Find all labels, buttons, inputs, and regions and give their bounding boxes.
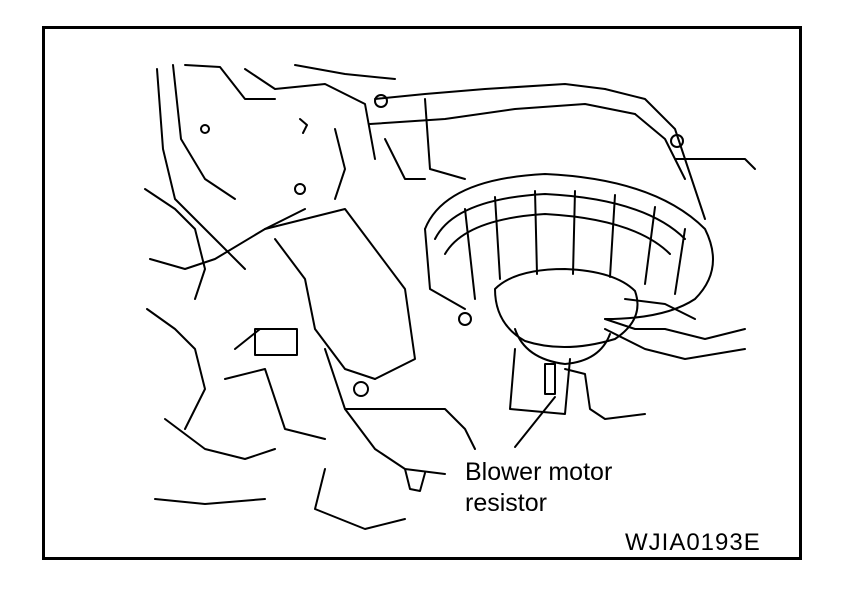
callout-label: Blower motor resistor [465, 457, 612, 519]
callout-leader-line [514, 396, 556, 448]
figure-frame: Blower motor resistor WJIA0193E [42, 26, 802, 560]
figure-code: WJIA0193E [625, 529, 761, 556]
callout-line-1: Blower motor [465, 458, 613, 486]
housing-lines [144, 64, 756, 530]
fasteners [200, 94, 684, 200]
callout-line-2: resistor [465, 489, 547, 517]
blower-assembly-illustration [144, 64, 756, 530]
resistor-component [509, 348, 646, 420]
blower-motor [424, 173, 746, 365]
mounting-bracket [224, 208, 476, 492]
